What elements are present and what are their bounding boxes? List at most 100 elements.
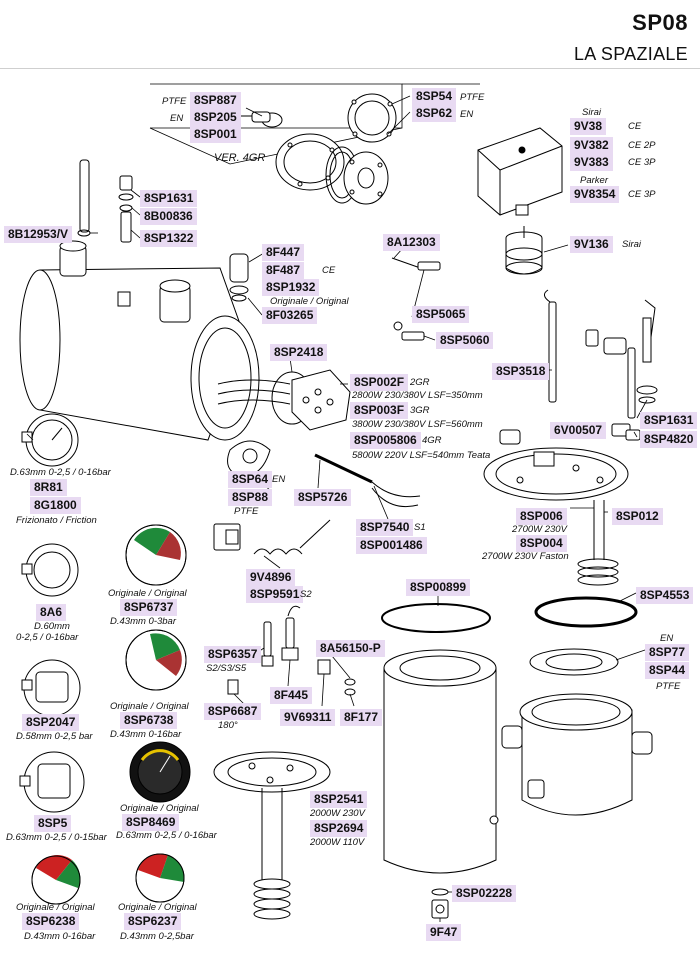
part-label[interactable]: 8R81 <box>30 479 67 496</box>
part-label[interactable]: 9V383 <box>570 154 613 171</box>
part-label[interactable]: 9V69311 <box>280 709 336 726</box>
note: D.43mm 0-2,5bar <box>120 931 194 942</box>
part-label[interactable]: 8SP5060 <box>436 332 494 349</box>
part-label[interactable]: 8SP6738 <box>120 712 178 729</box>
part-label[interactable]: 8SP6237 <box>124 913 182 930</box>
part-label[interactable]: 8SP7540 <box>356 519 414 536</box>
part-label[interactable]: 8SP004 <box>516 535 567 552</box>
note: Parker <box>580 175 608 186</box>
note: EN <box>170 113 184 124</box>
note: 3GR <box>410 405 430 416</box>
part-label[interactable]: 8SP62 <box>412 105 457 122</box>
note: 2800W 230/380V LSF=350mm <box>352 390 483 401</box>
note: 2GR <box>410 377 430 388</box>
note: S2 <box>300 589 312 600</box>
part-label[interactable]: 8SP3518 <box>492 363 550 380</box>
part-label[interactable]: 8B00836 <box>140 208 197 225</box>
part-label[interactable]: 8SP6687 <box>204 703 262 720</box>
note: 2700W 230V Faston <box>482 551 569 562</box>
part-label[interactable]: 8SP54 <box>412 88 457 105</box>
note: CE 2P <box>628 140 656 151</box>
part-label[interactable]: 8SP001 <box>190 126 241 143</box>
part-label[interactable]: 8SP1932 <box>262 279 320 296</box>
part-label[interactable]: 8SP001486 <box>356 537 427 554</box>
part-label[interactable]: 8SP02228 <box>452 885 517 902</box>
part-label[interactable]: 8SP1631 <box>140 190 198 207</box>
part-label[interactable]: 8SP2418 <box>270 344 328 361</box>
note: Sirai <box>582 107 602 118</box>
part-label[interactable]: 8SP8469 <box>122 814 180 831</box>
note: D.43mm 0-16bar <box>110 729 182 740</box>
part-label[interactable]: 8SP6737 <box>120 599 178 616</box>
part-label[interactable]: 9V8354 <box>570 186 620 203</box>
part-label[interactable]: 8SP6238 <box>22 913 80 930</box>
note: D.43mm 0-3bar <box>110 616 176 627</box>
note: EN <box>460 109 474 120</box>
part-label[interactable]: 8A6 <box>36 604 67 621</box>
version-note: VER. 4GR <box>214 152 266 164</box>
boiler-tank-icon <box>19 240 260 441</box>
part-label[interactable]: 8A56150-P <box>316 640 385 657</box>
part-label[interactable]: 9V38 <box>570 118 607 135</box>
part-label[interactable]: 8F447 <box>262 244 305 261</box>
part-label[interactable]: 8SP2047 <box>22 714 80 731</box>
part-label[interactable]: 8SP5726 <box>294 489 352 506</box>
part-label[interactable]: 8SP1631 <box>640 412 698 429</box>
part-label[interactable]: 6V00507 <box>550 422 607 439</box>
pressure-switch-icon <box>477 127 563 216</box>
note: Originale / Original <box>110 701 189 712</box>
part-label[interactable]: 8SP205 <box>190 109 241 126</box>
part-label[interactable]: 9V382 <box>570 137 613 154</box>
part-label[interactable]: 8F03265 <box>262 307 318 324</box>
tee-fitting-icon <box>499 423 641 445</box>
part-label[interactable]: 8F445 <box>270 687 313 704</box>
part-label[interactable]: 9V4896 <box>246 569 296 586</box>
small-gasket-icon <box>227 440 271 477</box>
part-label[interactable]: 9V136 <box>570 236 613 253</box>
part-label[interactable]: 8SP00899 <box>406 579 471 596</box>
part-label[interactable]: 8SP887 <box>190 92 241 109</box>
part-label[interactable]: 8SP9591 <box>246 586 304 603</box>
part-label[interactable]: 8SP6357 <box>204 646 262 663</box>
part-label[interactable]: 8SP4553 <box>636 587 694 604</box>
pressure-gauge-8sp6737-icon <box>125 524 187 586</box>
part-label[interactable]: 8SP2541 <box>310 791 368 808</box>
group-gasket-icon <box>529 648 619 676</box>
heating-element-icon <box>217 369 351 431</box>
part-label[interactable]: 8SP002F <box>350 374 409 391</box>
header-divider <box>0 68 700 69</box>
part-label[interactable]: 9F47 <box>426 924 462 941</box>
note: D.63mm 0-2,5 / 0-15bar <box>6 832 107 843</box>
part-label[interactable]: 8SP4820 <box>640 431 698 448</box>
note: 0-2,5 / 0-16bar <box>16 632 79 643</box>
kit-bracket <box>150 83 403 129</box>
part-label[interactable]: 8F487 <box>262 262 305 279</box>
part-label[interactable]: 8SP44 <box>645 662 690 679</box>
part-label[interactable]: 8SP003F <box>350 402 409 419</box>
part-label[interactable]: 8SP77 <box>645 644 690 661</box>
part-label[interactable]: 8A12303 <box>383 234 440 251</box>
part-label[interactable]: 8SP88 <box>228 489 273 506</box>
part-label[interactable]: 8F177 <box>340 709 383 726</box>
note: Originale / Original <box>270 296 349 307</box>
note: D.63mm 0-2,5 / 0-16bar <box>116 830 217 841</box>
part-label[interactable]: 8SP64 <box>228 471 273 488</box>
part-label[interactable]: 8SP1322 <box>140 230 198 247</box>
part-label[interactable]: 8SP006 <box>516 508 567 525</box>
valve-parts-icon <box>118 175 134 243</box>
part-label[interactable]: 8SP005806 <box>350 432 421 449</box>
part-label[interactable]: 8SP012 <box>612 508 663 525</box>
note: PTFE <box>460 92 485 103</box>
part-label[interactable]: 8B12953/V <box>4 226 73 243</box>
note: 2700W 230V <box>512 524 567 535</box>
element-coil-icon <box>577 500 619 586</box>
part-label[interactable]: 8G1800 <box>30 497 81 514</box>
anti-vacuum-valve-icon <box>229 253 249 302</box>
part-label[interactable]: 8SP5065 <box>412 306 470 323</box>
note: Originale / Original <box>108 588 187 599</box>
part-label[interactable]: 8SP5 <box>34 815 72 832</box>
note: 2000W 110V <box>310 837 365 848</box>
pressure-gauge-8sp2047-icon <box>21 659 81 717</box>
part-label[interactable]: 8SP2694 <box>310 820 368 837</box>
